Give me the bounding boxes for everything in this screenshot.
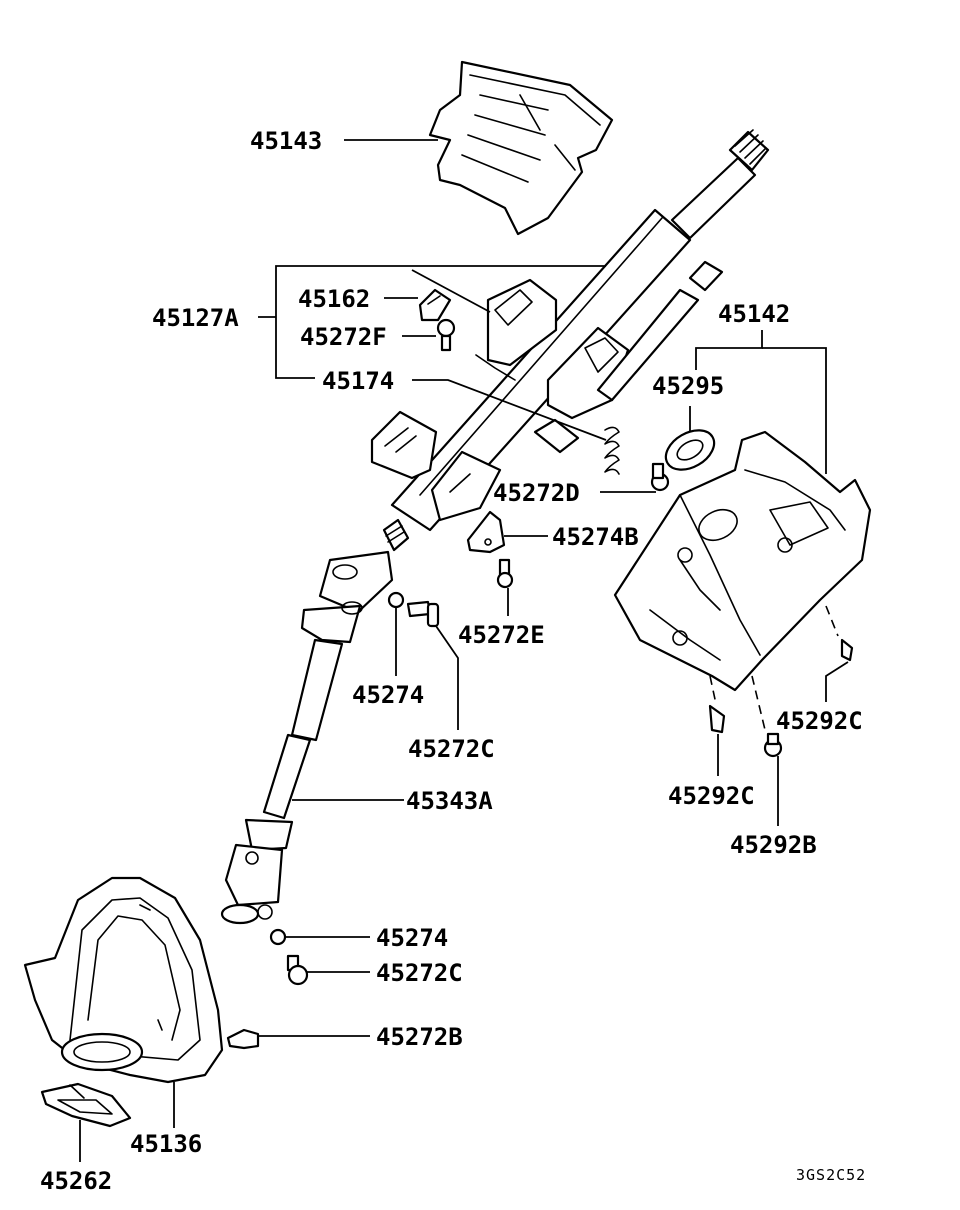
label-45272C-upper[interactable]: 45272C: [408, 735, 495, 763]
screw-45292C-lower[interactable]: [708, 704, 726, 734]
label-45274-lower[interactable]: 45274: [376, 924, 448, 952]
label-45274B[interactable]: 45274B: [552, 523, 639, 551]
label-45272B[interactable]: 45272B: [376, 1023, 463, 1051]
label-45272C-lower[interactable]: 45272C: [376, 959, 463, 987]
screw-45292C-right[interactable]: [840, 638, 854, 662]
label-45343A[interactable]: 45343A: [406, 787, 493, 815]
label-45143[interactable]: 45143: [250, 127, 322, 155]
bracket-45274B[interactable]: [466, 510, 506, 554]
spring-45174[interactable]: [533, 418, 620, 475]
diagram-code: 3GS2C52: [796, 1166, 866, 1184]
clamp-45262[interactable]: [40, 1082, 132, 1128]
label-45295[interactable]: 45295: [652, 372, 724, 400]
collar-45295[interactable]: [659, 422, 721, 477]
label-45127A[interactable]: 45127A: [152, 304, 239, 332]
label-45274-upper[interactable]: 45274: [352, 681, 424, 709]
nut-45274-upper[interactable]: [387, 591, 405, 609]
intermediate-shaft-45343A[interactable]: [220, 550, 394, 925]
label-45292C-lower[interactable]: 45292C: [668, 782, 755, 810]
label-45292B[interactable]: 45292B: [730, 831, 817, 859]
column-boot-45136[interactable]: [23, 876, 224, 1084]
label-45272D[interactable]: 45272D: [493, 479, 580, 507]
dashed-leaders: [709, 605, 839, 735]
nut-45274-lower[interactable]: [269, 928, 287, 946]
screw-45272D[interactable]: [650, 462, 670, 492]
bolt-45272E[interactable]: [496, 558, 514, 589]
label-45142[interactable]: 45142: [718, 300, 790, 328]
label-45272E[interactable]: 45272E: [458, 621, 545, 649]
label-45162[interactable]: 45162: [298, 285, 370, 313]
upper-column-cover-45143[interactable]: [428, 60, 614, 236]
label-45174[interactable]: 45174: [322, 367, 394, 395]
label-45292C-right[interactable]: 45292C: [776, 707, 863, 735]
part-labels: 45143 45127A 45162 45272F 45174 45142 45…: [40, 127, 866, 1195]
label-45136[interactable]: 45136: [130, 1130, 202, 1158]
bolt-45272B[interactable]: [226, 1028, 260, 1050]
bolt-45272C-lower[interactable]: [286, 954, 309, 986]
column-bracket-45142[interactable]: [613, 430, 872, 692]
bolt-45292B[interactable]: [763, 732, 783, 758]
shaft-plate-45162[interactable]: [418, 288, 452, 322]
screw-45272F[interactable]: [436, 318, 456, 352]
label-45272F[interactable]: 45272F: [300, 323, 387, 351]
bolt-45272C-upper[interactable]: [406, 600, 440, 628]
steering-column-45127A[interactable]: [370, 129, 770, 552]
leader-lines: [79, 139, 849, 1162]
label-45262[interactable]: 45262: [40, 1167, 112, 1195]
